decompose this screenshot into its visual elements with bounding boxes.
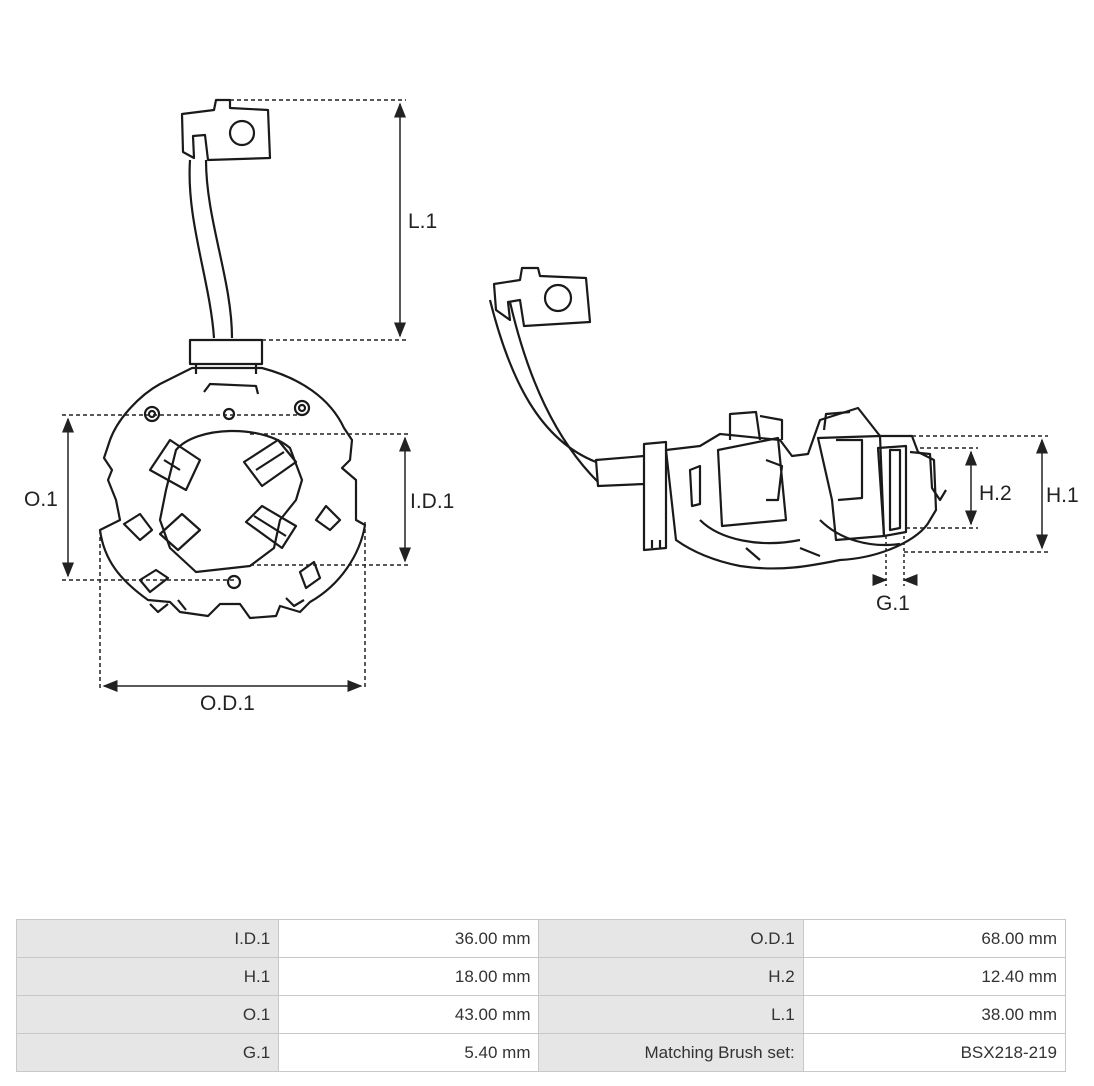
spec-value: 43.00 mm <box>278 995 540 1034</box>
spec-value: 68.00 mm <box>802 919 1067 958</box>
inner-hub <box>158 429 304 574</box>
connector <box>594 440 668 552</box>
spec-value: 12.40 mm <box>802 957 1067 996</box>
label-h1: H.1 <box>1046 484 1079 507</box>
brush-holder-drawing: L.1 O.1 I.D.1 O.D.1 H.1 H.2 G.1 <box>24 98 1079 715</box>
spec-value: 38.00 mm <box>802 995 1067 1034</box>
brush-box <box>242 438 298 488</box>
spec-value: BSX218-219 <box>802 1033 1067 1072</box>
front-dimensions <box>62 99 411 692</box>
label-o1: O.1 <box>24 488 58 511</box>
spec-label: H.2 <box>538 957 804 996</box>
spec-label: O.D.1 <box>538 919 804 958</box>
brush-box <box>148 438 202 492</box>
label-g1: G.1 <box>876 592 910 615</box>
terminal-hole <box>228 119 256 147</box>
brush-box <box>158 512 202 552</box>
side-view <box>488 266 947 570</box>
spec-label: H.1 <box>15 957 280 996</box>
table-row: I.D.1 36.00 mm O.D.1 68.00 mm <box>15 919 1067 958</box>
terminal-hole <box>543 283 573 313</box>
table-row: G.1 5.40 mm Matching Brush set: BSX218-2… <box>15 1033 1067 1072</box>
holder-ring <box>98 366 367 620</box>
label-h2: H.2 <box>979 482 1012 505</box>
spec-label: L.1 <box>538 995 804 1034</box>
label-od1: O.D.1 <box>200 692 255 715</box>
holder-body <box>664 406 938 570</box>
spec-label: I.D.1 <box>15 919 280 958</box>
front-view <box>98 98 367 620</box>
lead-wire <box>188 159 234 339</box>
table-row: H.1 18.00 mm H.2 12.40 mm <box>15 957 1067 996</box>
spec-value: 36.00 mm <box>278 919 540 958</box>
spec-label: O.1 <box>15 995 280 1034</box>
label-id1: I.D.1 <box>410 490 454 513</box>
spec-value: 18.00 mm <box>278 957 540 996</box>
spec-value: 5.40 mm <box>278 1033 540 1072</box>
side-dimensions <box>872 435 1048 586</box>
brush-box <box>716 410 788 528</box>
terminal-tab <box>492 266 592 328</box>
brush-box <box>244 504 298 550</box>
brush-box <box>876 444 908 538</box>
terminal-tab <box>180 98 272 162</box>
spec-label: Matching Brush set: <box>538 1033 804 1072</box>
spec-label: G.1 <box>15 1033 280 1072</box>
table-row: O.1 43.00 mm L.1 38.00 mm <box>15 995 1067 1034</box>
specs-table: I.D.1 36.00 mm O.D.1 68.00 mm H.1 18.00 … <box>15 919 1067 1072</box>
lead-wire <box>488 299 599 483</box>
brush-box <box>816 410 886 542</box>
label-l1: L.1 <box>408 210 437 233</box>
